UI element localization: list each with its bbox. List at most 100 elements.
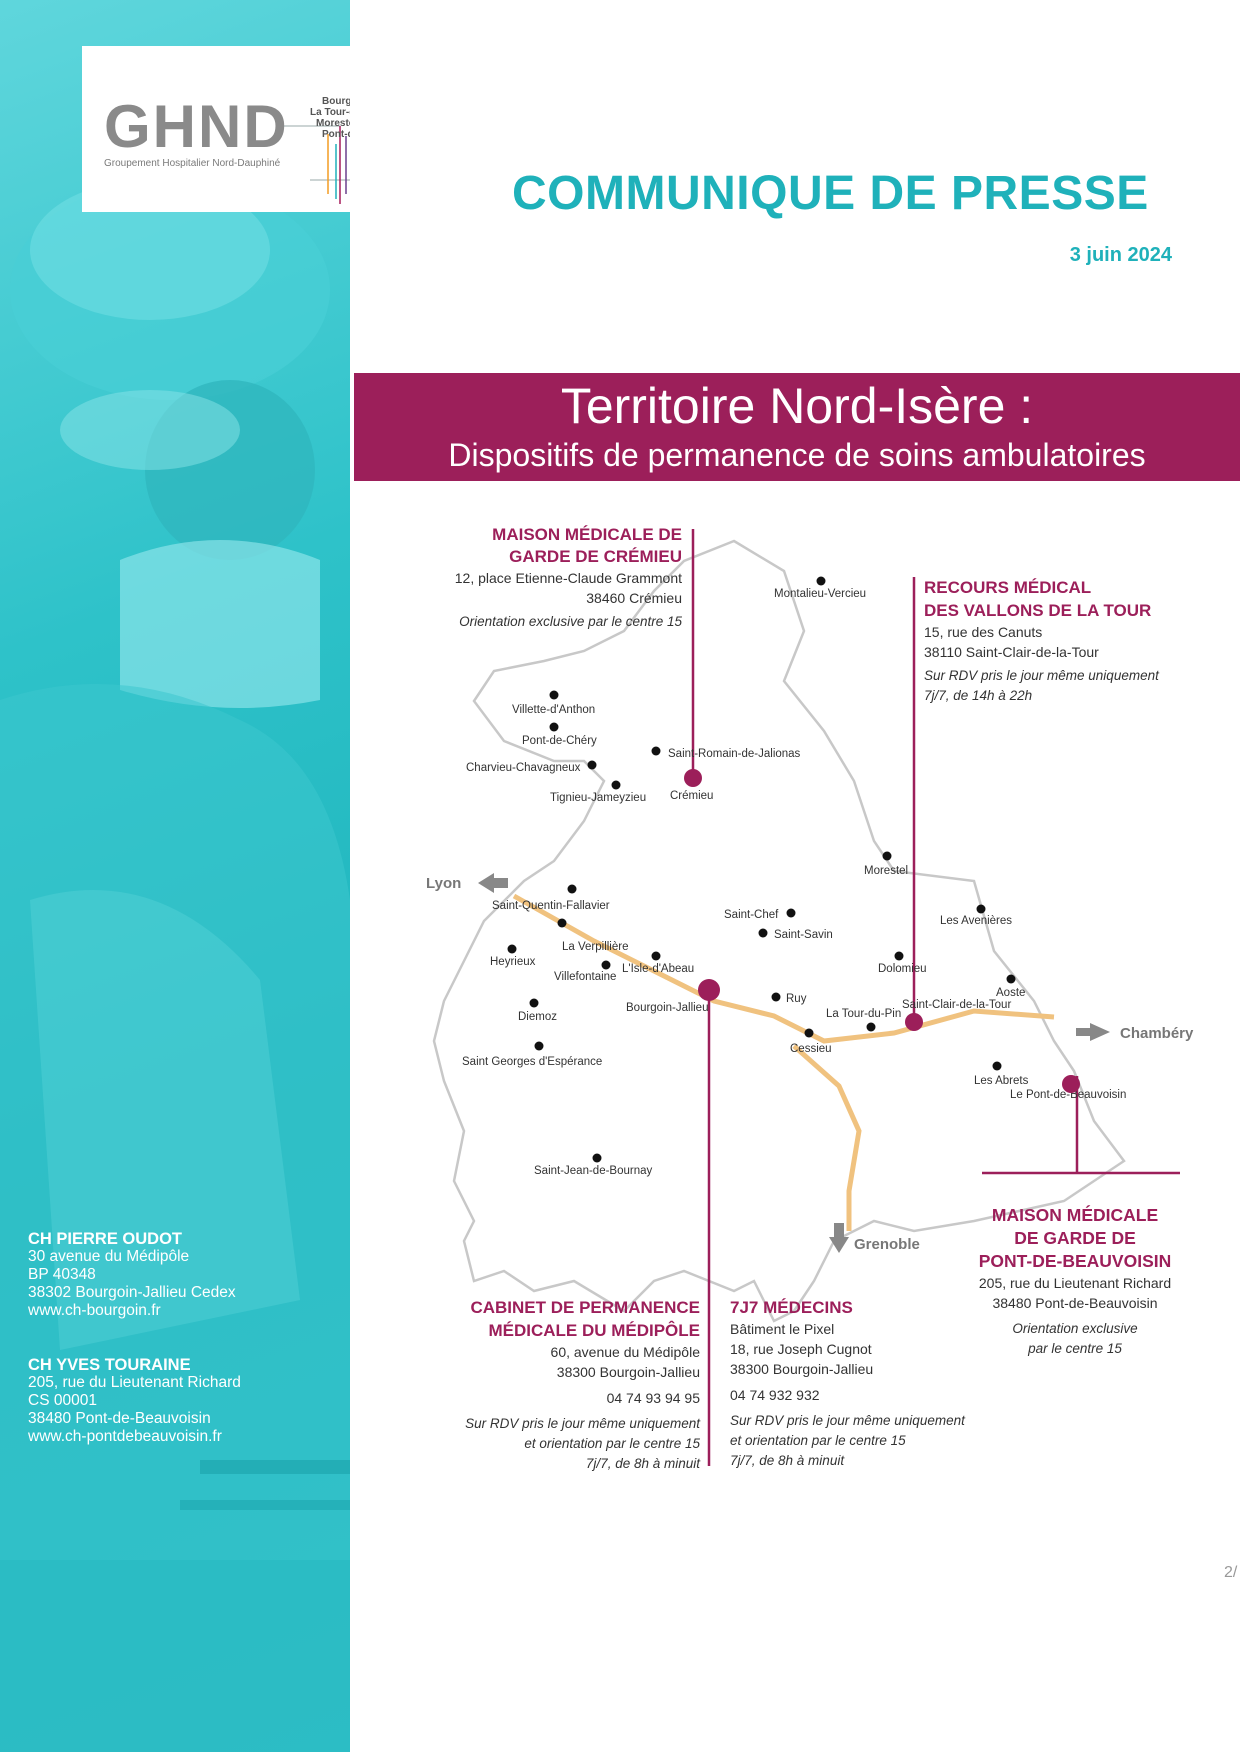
town-marker [992, 1061, 1002, 1071]
centre-address: Bâtiment le Pixel [730, 1321, 835, 1337]
arrow-right-icon [1076, 1023, 1110, 1041]
town-label: Saint-Chef [724, 909, 779, 921]
centre-medipole: CABINET DE PERMANENCE MÉDICALE DU MÉDIPÔ… [440, 1296, 700, 1474]
logo-subtitle: Groupement Hospitalier Nord-Dauphiné [104, 158, 281, 169]
page-title: COMMUNIQUE DE PRESSE [512, 167, 1149, 220]
contact-website-link[interactable]: www.ch-pontdebeauvoisin.fr [28, 1428, 222, 1445]
centre-7j7: 7J7 MÉDECINS Bâtiment le Pixel 18, rue J… [730, 1296, 990, 1471]
centre-title: DES VALLONS DE LA TOUR [924, 601, 1152, 620]
banner-subtitle: Dispositifs de permanence de soins ambul… [448, 437, 1146, 473]
town-label: Saint-Savin [774, 929, 833, 941]
town-marker [651, 746, 661, 756]
town-label: Pont-de-Chéry [522, 735, 597, 747]
town-marker [894, 951, 904, 961]
centre-title: RECOURS MÉDICAL [924, 578, 1092, 597]
centre-note: Orientation exclusive [1012, 1321, 1138, 1336]
centre-title: MAISON MÉDICALE DE [492, 525, 682, 544]
town-marker [1006, 974, 1016, 984]
town-marker [816, 576, 826, 586]
town-marker [804, 1028, 814, 1038]
contact-ch-yves-touraine: CH YVES TOURAINE 205, rue du Lieutenant … [28, 1356, 241, 1446]
surgeon-photo [0, 180, 350, 1752]
sidebar-photo-panel: GHND Groupement Hospitalier Nord-Dauphin… [0, 0, 350, 1752]
centre-address: 12, place Etienne-Claude Grammont [454, 570, 682, 586]
centre-address: 38300 Bourgoin-Jallieu [556, 1364, 700, 1380]
town-label: Bourgoin-Jallieu [626, 1002, 708, 1014]
centre-note: Sur RDV pris le jour même uniquement [924, 668, 1159, 683]
marker-pont-de-beauvoisin [1062, 1075, 1080, 1093]
town-marker [507, 944, 517, 954]
centre-title: MÉDICALE DU MÉDIPÔLE [488, 1321, 700, 1340]
town-label: La Verpillière [562, 941, 628, 953]
direction-label-grenoble: Grenoble [854, 1236, 920, 1253]
contact-line: CS 00001 [28, 1392, 97, 1409]
town-marker [587, 760, 597, 770]
town-label: Dolomieu [878, 963, 927, 975]
centre-note: 7j/7, de 8h à minuit [585, 1456, 700, 1471]
town-label: L'Isle-d'Abeau [622, 963, 694, 975]
town-marker [882, 851, 892, 861]
town-label: Morestel [864, 865, 908, 877]
town-label: Saint-Quentin-Fallavier [492, 900, 610, 912]
centre-pont-de-beauvoisin: MAISON MÉDICALE DE GARDE DE PONT-DE-BEAU… [960, 1204, 1190, 1359]
centre-note: Sur RDV pris le jour même uniquement [465, 1416, 700, 1431]
centre-note: 7j/7, de 14h à 22h [924, 688, 1033, 703]
centre-phone[interactable]: 04 74 932 932 [730, 1387, 820, 1403]
contact-ch-pierre-oudot: CH PIERRE OUDOT 30 avenue du Médipôle BP… [28, 1230, 236, 1320]
centre-title: GARDE DE CRÉMIEU [509, 547, 682, 566]
contact-line: 205, rue du Lieutenant Richard [28, 1374, 241, 1391]
centre-address: 205, rue du Lieutenant Richard [978, 1275, 1172, 1291]
logo-site: Morestel [316, 118, 350, 129]
town-label: Saint Georges d'Espérance [462, 1056, 602, 1068]
map-banner: Territoire Nord-Isère : Dispositifs de p… [354, 373, 1240, 481]
direction-label-lyon: Lyon [426, 875, 461, 892]
contact-website-link[interactable]: www.ch-bourgoin.fr [28, 1302, 161, 1319]
centre-title: PONT-DE-BEAUVOISIN [978, 1251, 1172, 1271]
road-a48 [792, 1044, 862, 1231]
town-marker [758, 928, 768, 938]
centre-address: 18, rue Joseph Cugnot [730, 1341, 872, 1357]
town-label: Saint-Jean-de-Bournay [534, 1165, 653, 1177]
logo: GHND Groupement Hospitalier Nord-Dauphin… [82, 46, 350, 212]
towns-layer: Montalieu-VercieuVillette-d'AnthonPont-d… [462, 576, 1126, 1177]
centre-cremieu: MAISON MÉDICALE DE GARDE DE CRÉMIEU 12, … [430, 524, 682, 632]
town-label: Diemoz [518, 1011, 557, 1023]
centre-title: 7J7 MÉDECINS [730, 1298, 853, 1317]
town-marker [651, 951, 661, 961]
marker-cremieu [684, 769, 702, 787]
town-label: Les Avenières [940, 915, 1012, 927]
town-marker [549, 722, 559, 732]
town-label: Tignieu-Jameyzieu [550, 792, 646, 804]
road-a43 [512, 893, 1055, 1044]
centre-title: DE GARDE DE [1014, 1228, 1136, 1248]
town-label: Heyrieux [490, 956, 536, 968]
logo-site: Bourgoin-Jallieu [322, 96, 350, 107]
logo-site: Pont-de-Beauvoisin [322, 129, 350, 140]
town-label: Villette-d'Anthon [512, 704, 595, 716]
arrow-left-icon [478, 873, 508, 893]
logo-wordmark: GHND [104, 93, 289, 160]
centre-address: 38480 Pont-de-Beauvoisin [992, 1295, 1158, 1311]
centre-address: 38300 Bourgoin-Jallieu [730, 1361, 874, 1377]
town-marker [534, 1041, 544, 1051]
contact-line: 38480 Pont-de-Beauvoisin [28, 1410, 211, 1427]
banner-title: Territoire Nord-Isère : [560, 378, 1034, 434]
contact-name: CH PIERRE OUDOT [28, 1230, 183, 1248]
centre-address: 38110 Saint-Clair-de-la-Tour [924, 644, 1099, 660]
town-marker [592, 1153, 602, 1163]
centre-note: par le centre 15 [1028, 1341, 1122, 1356]
centre-vallons: RECOURS MÉDICAL DES VALLONS DE LA TOUR 1… [924, 576, 1224, 706]
centre-phone[interactable]: 04 74 93 94 95 [606, 1390, 700, 1406]
territory-map: Montalieu-VercieuVillette-d'AnthonPont-d… [426, 529, 1194, 1466]
town-label: Cessieu [790, 1043, 832, 1055]
contact-name: CH YVES TOURAINE [28, 1356, 191, 1374]
centre-title: MAISON MÉDICALE [991, 1205, 1159, 1225]
centre-note: Orientation exclusive par le centre 15 [459, 614, 682, 629]
centre-title: CABINET DE PERMANENCE [470, 1298, 700, 1317]
town-marker [549, 690, 559, 700]
territory-outline [432, 539, 1126, 1323]
logo-sites: Bourgoin-Jallieu La Tour-du-Pin Morestel… [310, 96, 350, 140]
town-label: Crémieu [670, 790, 713, 802]
town-label: Les Abrets [974, 1075, 1029, 1087]
press-date: 3 juin 2024 [1069, 244, 1172, 266]
